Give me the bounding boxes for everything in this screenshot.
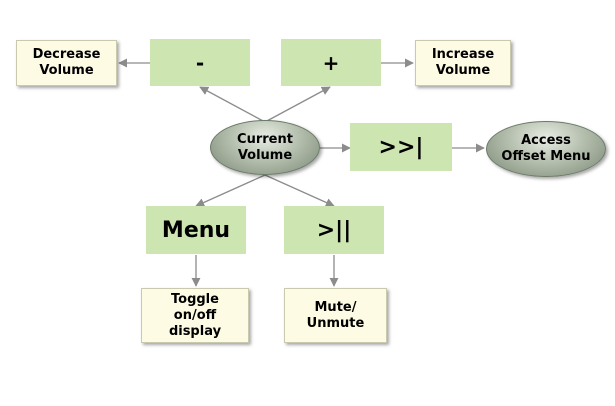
menu-button-label: Menu (161, 217, 231, 243)
current-volume-node: Current Volume (210, 120, 320, 175)
plus-button-label: + (322, 50, 340, 75)
plus-button[interactable]: + (281, 39, 381, 86)
menu-button[interactable]: Menu (146, 206, 246, 254)
mute-unmute-label: Mute/ Unmute (306, 299, 365, 331)
increase-volume-box: Increase Volume (415, 40, 511, 86)
arrow-current-to-playpause (264, 174, 335, 207)
arrow-current-to-minus (199, 86, 266, 123)
current-volume-label: Current Volume (237, 131, 293, 163)
arrow-current-to-plus (264, 86, 331, 123)
decrease-volume-box: Decrease Volume (16, 40, 117, 86)
mute-unmute-box: Mute/ Unmute (284, 288, 387, 343)
arrow-current-to-menu (195, 174, 266, 207)
minus-button[interactable]: - (150, 39, 250, 86)
skip-button-label: >>| (378, 134, 424, 160)
minus-button-label: - (195, 50, 205, 75)
increase-volume-label: Increase Volume (431, 47, 495, 78)
skip-button[interactable]: >>| (350, 123, 452, 171)
play-pause-button[interactable]: >|| (284, 206, 384, 254)
play-pause-button-label: >|| (316, 217, 352, 243)
access-offset-menu-label: Access Offset Menu (501, 133, 591, 164)
decrease-volume-label: Decrease Volume (32, 47, 101, 78)
toggle-display-label: Toggle on/off display (168, 291, 222, 339)
access-offset-menu-node: Access Offset Menu (486, 121, 606, 177)
toggle-display-box: Toggle on/off display (141, 288, 249, 343)
